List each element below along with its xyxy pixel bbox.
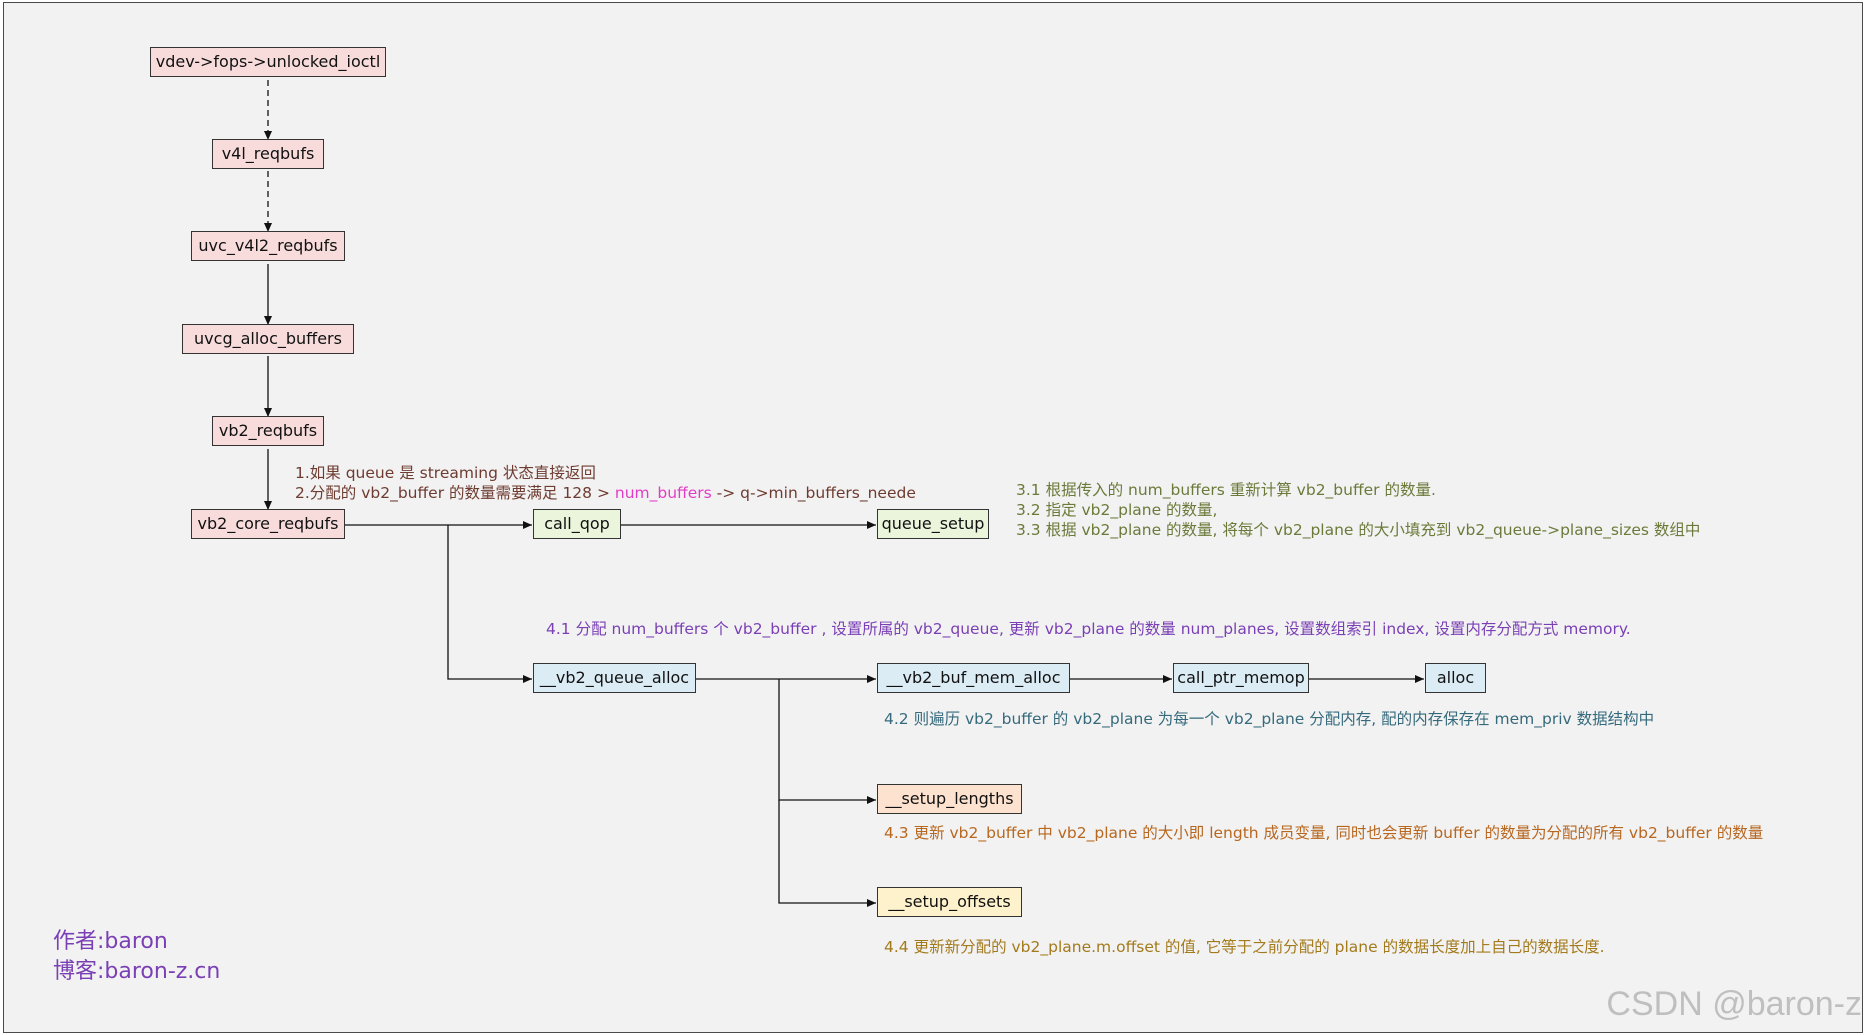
node-vb2-buf-mem-alloc: __vb2_buf_mem_alloc (877, 663, 1070, 693)
connector-lines (264, 80, 1424, 907)
note-step3-1: 3.1 根据传入的 num_buffers 重新计算 vb2_buffer 的数… (1016, 481, 1436, 499)
node-v4l-reqbufs: v4l_reqbufs (212, 139, 324, 169)
author-line: 作者:baron (53, 929, 168, 954)
node-queue-setup: queue_setup (877, 509, 989, 539)
note-step3-2: 3.2 指定 vb2_plane 的数量, (1016, 501, 1218, 519)
note-step2-prefix: 2.分配的 vb2_buffer 的数量需要满足 128 > (295, 484, 615, 502)
blog-line: 博客:baron-z.cn (53, 959, 221, 984)
node-setup-lengths: __setup_lengths (877, 784, 1022, 814)
node-unlocked-ioctl: vdev->fops->unlocked_ioctl (150, 47, 386, 77)
note-core-reqbufs: 1.如果 queue 是 streaming 状态直接返回 2.分配的 vb2_… (295, 463, 916, 503)
node-call-ptr-memop: call_ptr_memop (1173, 663, 1309, 693)
note-step2: 2.分配的 vb2_buffer 的数量需要满足 128 > num_buffe… (295, 483, 916, 503)
note-step4-4: 4.4 更新新分配的 vb2_plane.m.offset 的值, 它等于之前分… (884, 938, 1605, 956)
node-alloc: alloc (1425, 663, 1486, 693)
node-vb2-queue-alloc: __vb2_queue_alloc (533, 663, 696, 693)
note-step2-suffix: -> q->min_buffers_neede (711, 484, 916, 502)
node-vb2-core-reqbufs: vb2_core_reqbufs (191, 509, 345, 539)
edge-queuealloc-to-setupoffsets (778, 800, 876, 907)
note-step3-3: 3.3 根据 vb2_plane 的数量, 将每个 vb2_plane 的大小填… (1016, 521, 1701, 539)
note-step4-1: 4.1 分配 num_buffers 个 vb2_buffer , 设置所属的 … (546, 620, 1631, 638)
note-queue-setup: 3.1 根据传入的 num_buffers 重新计算 vb2_buffer 的数… (1016, 480, 1700, 540)
node-call-qop: call_qop (533, 509, 621, 539)
edge-queuealloc-to-setuplengths (778, 679, 876, 804)
node-uvc-v4l2-reqbufs: uvc_v4l2_reqbufs (191, 231, 345, 261)
node-vb2-reqbufs: vb2_reqbufs (212, 416, 324, 446)
node-setup-offsets: __setup_offsets (877, 887, 1022, 917)
note-step2-highlight: num_buffers (614, 484, 712, 502)
node-uvcg-alloc-buffers: uvcg_alloc_buffers (182, 324, 354, 354)
diagram-canvas: vdev->fops->unlocked_ioctl v4l_reqbufs u… (3, 2, 1863, 1033)
note-step1: 1.如果 queue 是 streaming 状态直接返回 (295, 464, 596, 482)
note-step4-3: 4.3 更新 vb2_buffer 中 vb2_plane 的大小即 lengt… (884, 824, 1764, 842)
edge-core-to-queuealloc (447, 525, 532, 683)
csdn-watermark: CSDN @baron-z (1606, 985, 1862, 1023)
note-step4-2: 4.2 则遍历 vb2_buffer 的 vb2_plane 为每一个 vb2_… (884, 710, 1655, 728)
